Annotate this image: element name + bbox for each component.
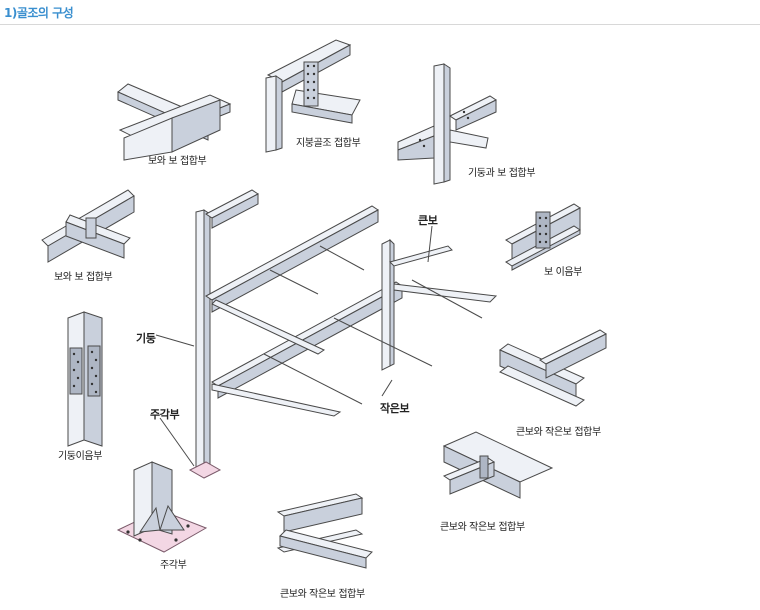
label-girder-small-joint-bottom: 큰보와 작은보 접합부 (280, 589, 365, 600)
label-big-beam: 큰보 (418, 214, 438, 227)
label-column-beam-joint: 기둥과 보 접합부 (468, 168, 536, 179)
roof-frame-joint-detail (265, 39, 361, 153)
label-beam-beam-joint-top: 보와 보 접합부 (148, 156, 207, 167)
label-girder-small-joint-right: 큰보와 작은보 접합부 (516, 427, 601, 438)
beam-beam-joint-left-detail (41, 189, 135, 263)
title-divider (0, 24, 760, 25)
girder-small-beam-joint-right-detail (499, 329, 607, 407)
label-small-beam: 작은보 (380, 402, 410, 415)
callout-leaders (155, 225, 433, 467)
girder-small-beam-joint-mid-detail (442, 431, 554, 499)
label-column: 기둥 (136, 332, 156, 345)
page-title: 1)골조의 구성 (4, 6, 74, 20)
label-beam-beam-joint-left: 보와 보 접합부 (54, 272, 113, 283)
column-beam-joint-detail (397, 63, 497, 185)
column-splice-detail (67, 311, 103, 447)
label-roof-frame-joint: 지붕골조 접합부 (296, 138, 361, 149)
girder-small-beam-joint-bottom-detail (276, 493, 373, 569)
label-column-base-detail: 주각부 (160, 560, 187, 571)
main-frame (188, 189, 498, 479)
column-base-detail (116, 461, 208, 553)
label-girder-small-joint-mid: 큰보와 작은보 접합부 (440, 522, 525, 533)
beam-beam-joint-top-detail (117, 83, 232, 161)
label-column-base-callout: 주각부 (150, 408, 180, 421)
label-beam-splice: 보 이음부 (544, 267, 582, 278)
beam-splice-detail (505, 203, 581, 271)
label-column-splice: 기둥이음부 (58, 451, 103, 462)
